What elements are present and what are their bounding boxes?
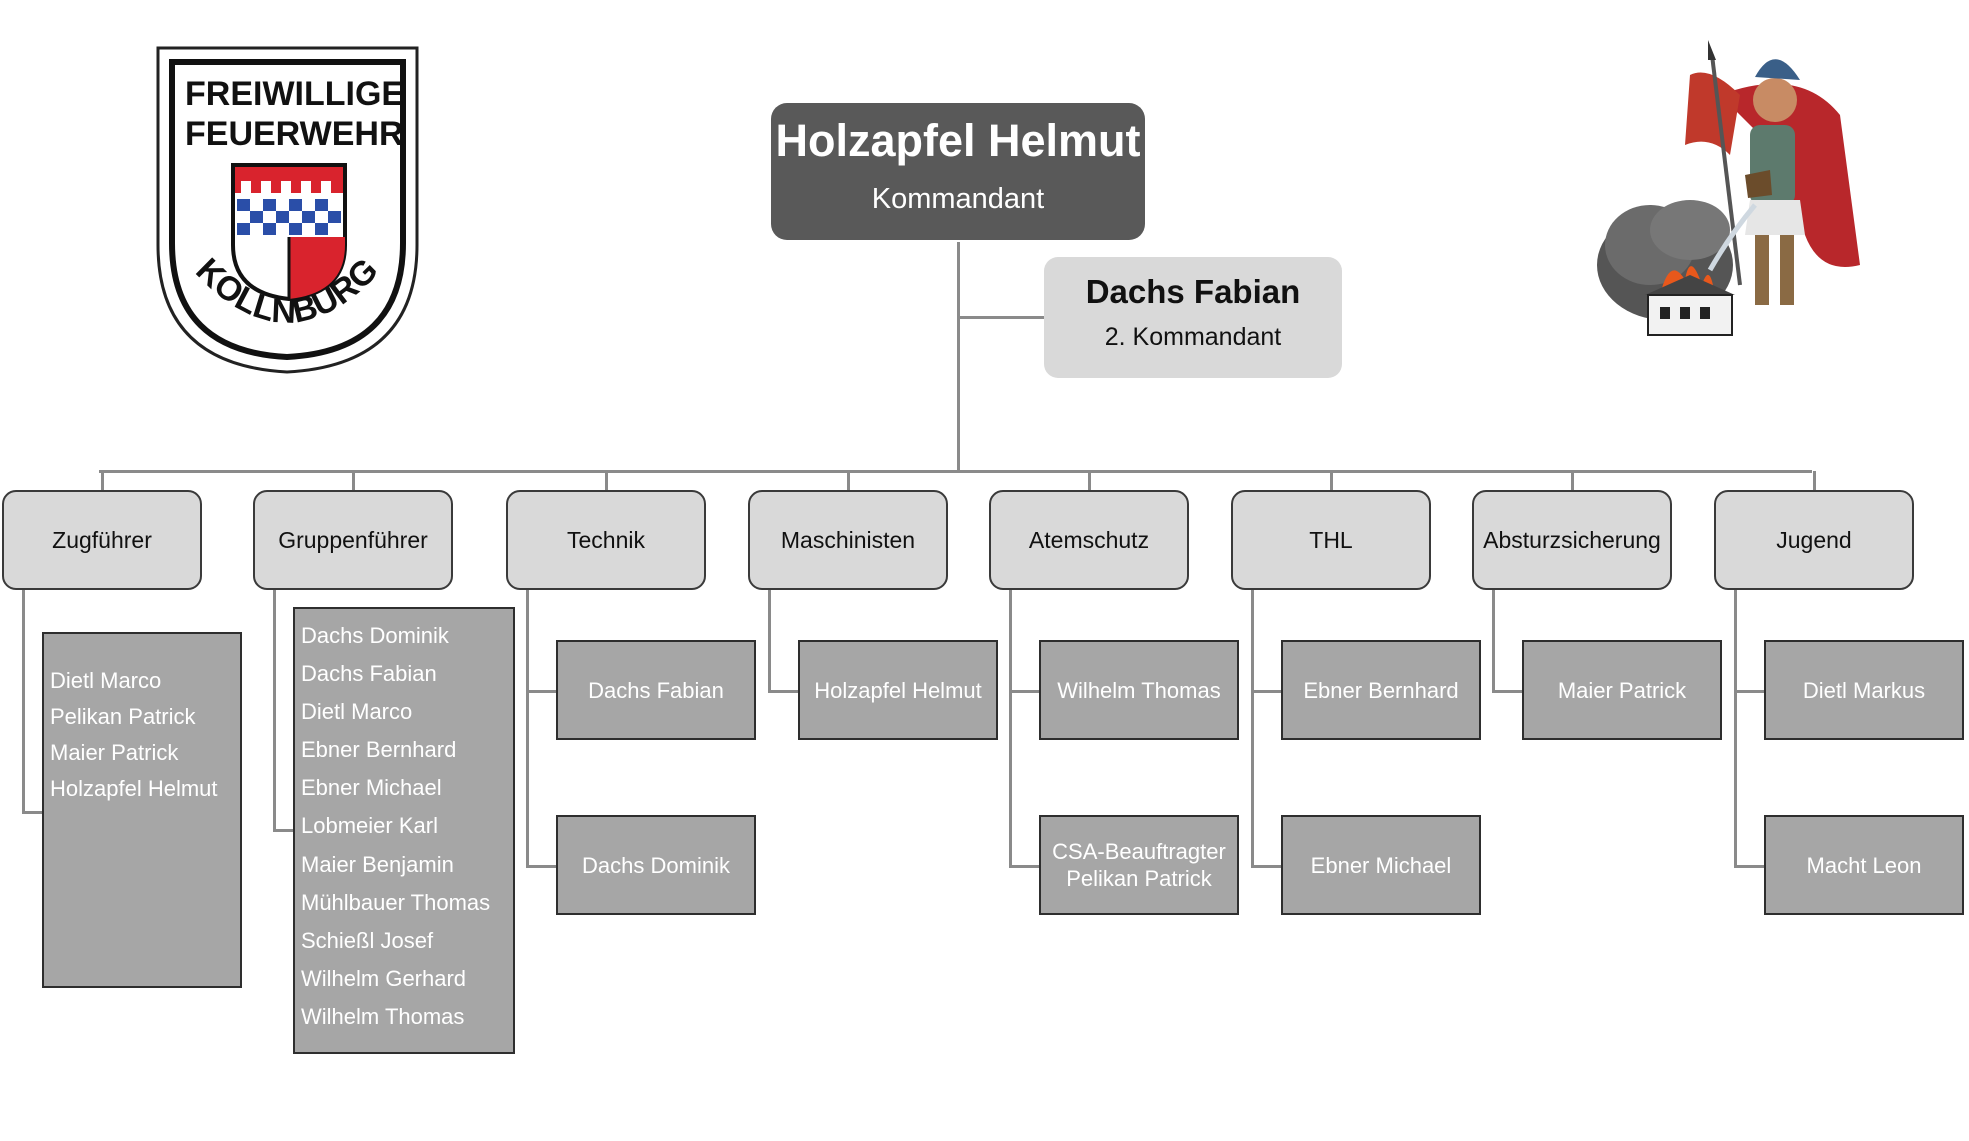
member-box: Ebner Michael (1281, 815, 1481, 915)
connector-branch-2 (526, 590, 529, 867)
connector-drop-5 (1330, 471, 1333, 491)
deputy-box: Dachs Fabian 2. Kommandant (1044, 257, 1342, 378)
commander-role: Kommandant (871, 183, 1045, 215)
member-name: Macht Leon (1806, 852, 1922, 878)
category-label: Zugführer (52, 526, 152, 553)
member-name: Dietl Marco (301, 699, 413, 725)
shield-icon: FREIWILLIGE FEUERWEHR KOLLNBURG (156, 46, 419, 374)
member-name: Pelikan Patrick (1066, 866, 1212, 891)
member-name: Wilhelm Thomas (301, 1003, 465, 1029)
category-label: THL (1309, 526, 1353, 553)
connector-drop-3 (847, 471, 850, 491)
connector-horizontal-bus (99, 470, 1812, 473)
member-role: CSA-Beauftragter (1052, 839, 1226, 864)
connector-branch-1 (273, 590, 276, 830)
member-name: Dietl Marco (50, 668, 162, 693)
connector-drop-1 (352, 471, 355, 491)
member-name: Wilhelm Thomas (1057, 677, 1221, 703)
connector-stub-4-0 (1009, 690, 1039, 693)
member-box: Dachs Dominik (556, 815, 756, 915)
connector-stub-3-0 (768, 690, 798, 693)
connector-stub-5-1 (1251, 865, 1281, 868)
category-box: Gruppenführer (253, 490, 453, 590)
member-box: Ebner Bernhard (1281, 640, 1481, 740)
connector-drop-0 (101, 471, 104, 491)
fire-brigade-logo: FREIWILLIGE FEUERWEHR KOLLNBURG (155, 45, 420, 375)
connector-stub-0 (22, 811, 52, 814)
connector-drop-2 (605, 471, 608, 491)
member-name: Pelikan Patrick (50, 704, 196, 729)
connector-stub-7-0 (1734, 690, 1764, 693)
deputy-role: 2. Kommandant (1104, 323, 1282, 351)
connector-branch-4 (1009, 590, 1012, 867)
connector-stub-2-0 (526, 690, 556, 693)
deputy-name: Dachs Fabian (1085, 273, 1301, 310)
member-name: Ebner Bernhard (1303, 677, 1459, 703)
member-name: Maier Patrick (50, 740, 179, 765)
category-box: Absturzsicherung (1472, 490, 1672, 590)
member-box: Dietl Markus (1764, 640, 1964, 740)
category-label: Technik (567, 526, 645, 553)
connector-stub-7-1 (1734, 865, 1764, 868)
member-box: Maier Patrick (1522, 640, 1722, 740)
saint-florian-icon (1590, 35, 1860, 370)
commander-name: Holzapfel Helmut (775, 115, 1141, 166)
connector-branch-6 (1492, 590, 1495, 692)
member-name: Ebner Bernhard (301, 737, 457, 763)
connector-branch-7 (1734, 590, 1737, 867)
category-box: Technik (506, 490, 706, 590)
category-label: Atemschutz (1028, 526, 1150, 553)
member-name: Dachs Fabian (588, 677, 724, 703)
member-name: Dachs Dominik (582, 852, 730, 878)
member-name: Mühlbauer Thomas (301, 889, 491, 915)
member-box: Holzapfel Helmut (798, 640, 998, 740)
commander-box: Holzapfel Helmut Kommandant (771, 103, 1145, 240)
category-box: Atemschutz (989, 490, 1189, 590)
category-box: THL (1231, 490, 1431, 590)
category-label: Jugend (1776, 526, 1852, 553)
connector-branch-3 (768, 590, 771, 692)
connector-stub-5-0 (1251, 690, 1281, 693)
category-box: Maschinisten (748, 490, 948, 590)
connector-stub-2-1 (526, 865, 556, 868)
member-box: Wilhelm Thomas (1039, 640, 1239, 740)
member-name: Dachs Fabian (301, 661, 437, 687)
member-name: Maier Benjamin (301, 851, 454, 877)
connector-drop-7 (1813, 471, 1816, 491)
member-box: Dachs Fabian (556, 640, 756, 740)
member-name: Maier Patrick (1557, 677, 1687, 703)
member-name: Holzapfel Helmut (50, 776, 218, 801)
category-label: Gruppenführer (278, 526, 428, 553)
member-name: Lobmeier Karl (301, 813, 438, 839)
svg-text:FREIWILLIGE: FREIWILLIGE (185, 75, 404, 113)
member-name: Wilhelm Gerhard (301, 965, 467, 991)
member-name: Ebner Michael (1310, 852, 1452, 878)
member-name: Dachs Dominik (301, 623, 449, 648)
member-name: Holzapfel Helmut (814, 677, 982, 703)
svg-text:FEUERWEHR: FEUERWEHR (185, 115, 404, 153)
connector-stub-1 (273, 829, 303, 832)
connector-deputy (957, 316, 1045, 319)
connector-stub-6-0 (1492, 690, 1522, 693)
category-box: Zugführer (2, 490, 202, 590)
category-box: Jugend (1714, 490, 1914, 590)
member-name: Dietl Markus (1802, 677, 1926, 703)
member-name: Ebner Michael (301, 775, 442, 801)
connector-stub-4-1 (1009, 865, 1039, 868)
connector-drop-6 (1571, 471, 1574, 491)
category-label: Maschinisten (780, 526, 916, 553)
category-label: Absturzsicherung (1483, 526, 1661, 553)
member-box: Macht Leon (1764, 815, 1964, 915)
member-name: Schießl Josef (301, 927, 434, 953)
connector-drop-4 (1088, 471, 1091, 491)
connector-chief-trunk (957, 242, 960, 471)
connector-branch-5 (1251, 590, 1254, 867)
connector-branch-0 (22, 590, 25, 814)
